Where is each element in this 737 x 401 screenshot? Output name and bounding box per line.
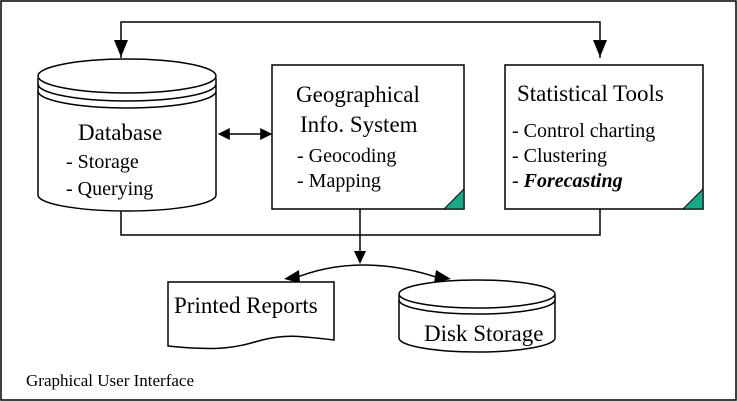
arrow-to-disk-storage (434, 270, 451, 283)
gis-title-line2: Info. System (300, 112, 418, 137)
gis-corner-accent (442, 187, 465, 210)
stats-item-control-charting: - Control charting (512, 120, 655, 142)
gis-item-geocoding: - Geocoding (297, 145, 396, 167)
stats-item-clustering: - Clustering (512, 145, 607, 167)
arrow-to-stats (593, 40, 607, 57)
arrow-to-printed-reports (284, 270, 300, 283)
stats-item-forecasting: - Forecasting (512, 170, 623, 192)
printed-reports-label: Printed Reports (174, 293, 318, 318)
database-node: Database - Storage - Querying (37, 58, 217, 212)
disk-storage-node: Disk Storage (398, 279, 556, 353)
database-title: Database (78, 120, 162, 145)
database-item-querying: - Querying (66, 178, 153, 200)
stats-corner-accent (681, 187, 704, 210)
bottom-bus (120, 209, 601, 257)
top-connector (120, 21, 601, 58)
stats-title: Statistical Tools (517, 81, 664, 106)
disk-storage-label: Disk Storage (424, 321, 543, 346)
gis-item-mapping: - Mapping (297, 170, 381, 192)
database-item-storage: - Storage (66, 151, 139, 173)
arrow-down-outputs (354, 251, 366, 264)
printed-reports-node: Printed Reports (167, 281, 335, 350)
gis-node: Geographical Info. System - Geocoding - … (271, 64, 465, 210)
arrow-to-database (114, 40, 128, 57)
outputs-curve (289, 264, 446, 281)
gis-title-line1: Geographical (296, 82, 420, 107)
footer-label: Graphical User Interface (26, 371, 194, 390)
stats-node: Statistical Tools - Control charting - C… (504, 64, 704, 210)
